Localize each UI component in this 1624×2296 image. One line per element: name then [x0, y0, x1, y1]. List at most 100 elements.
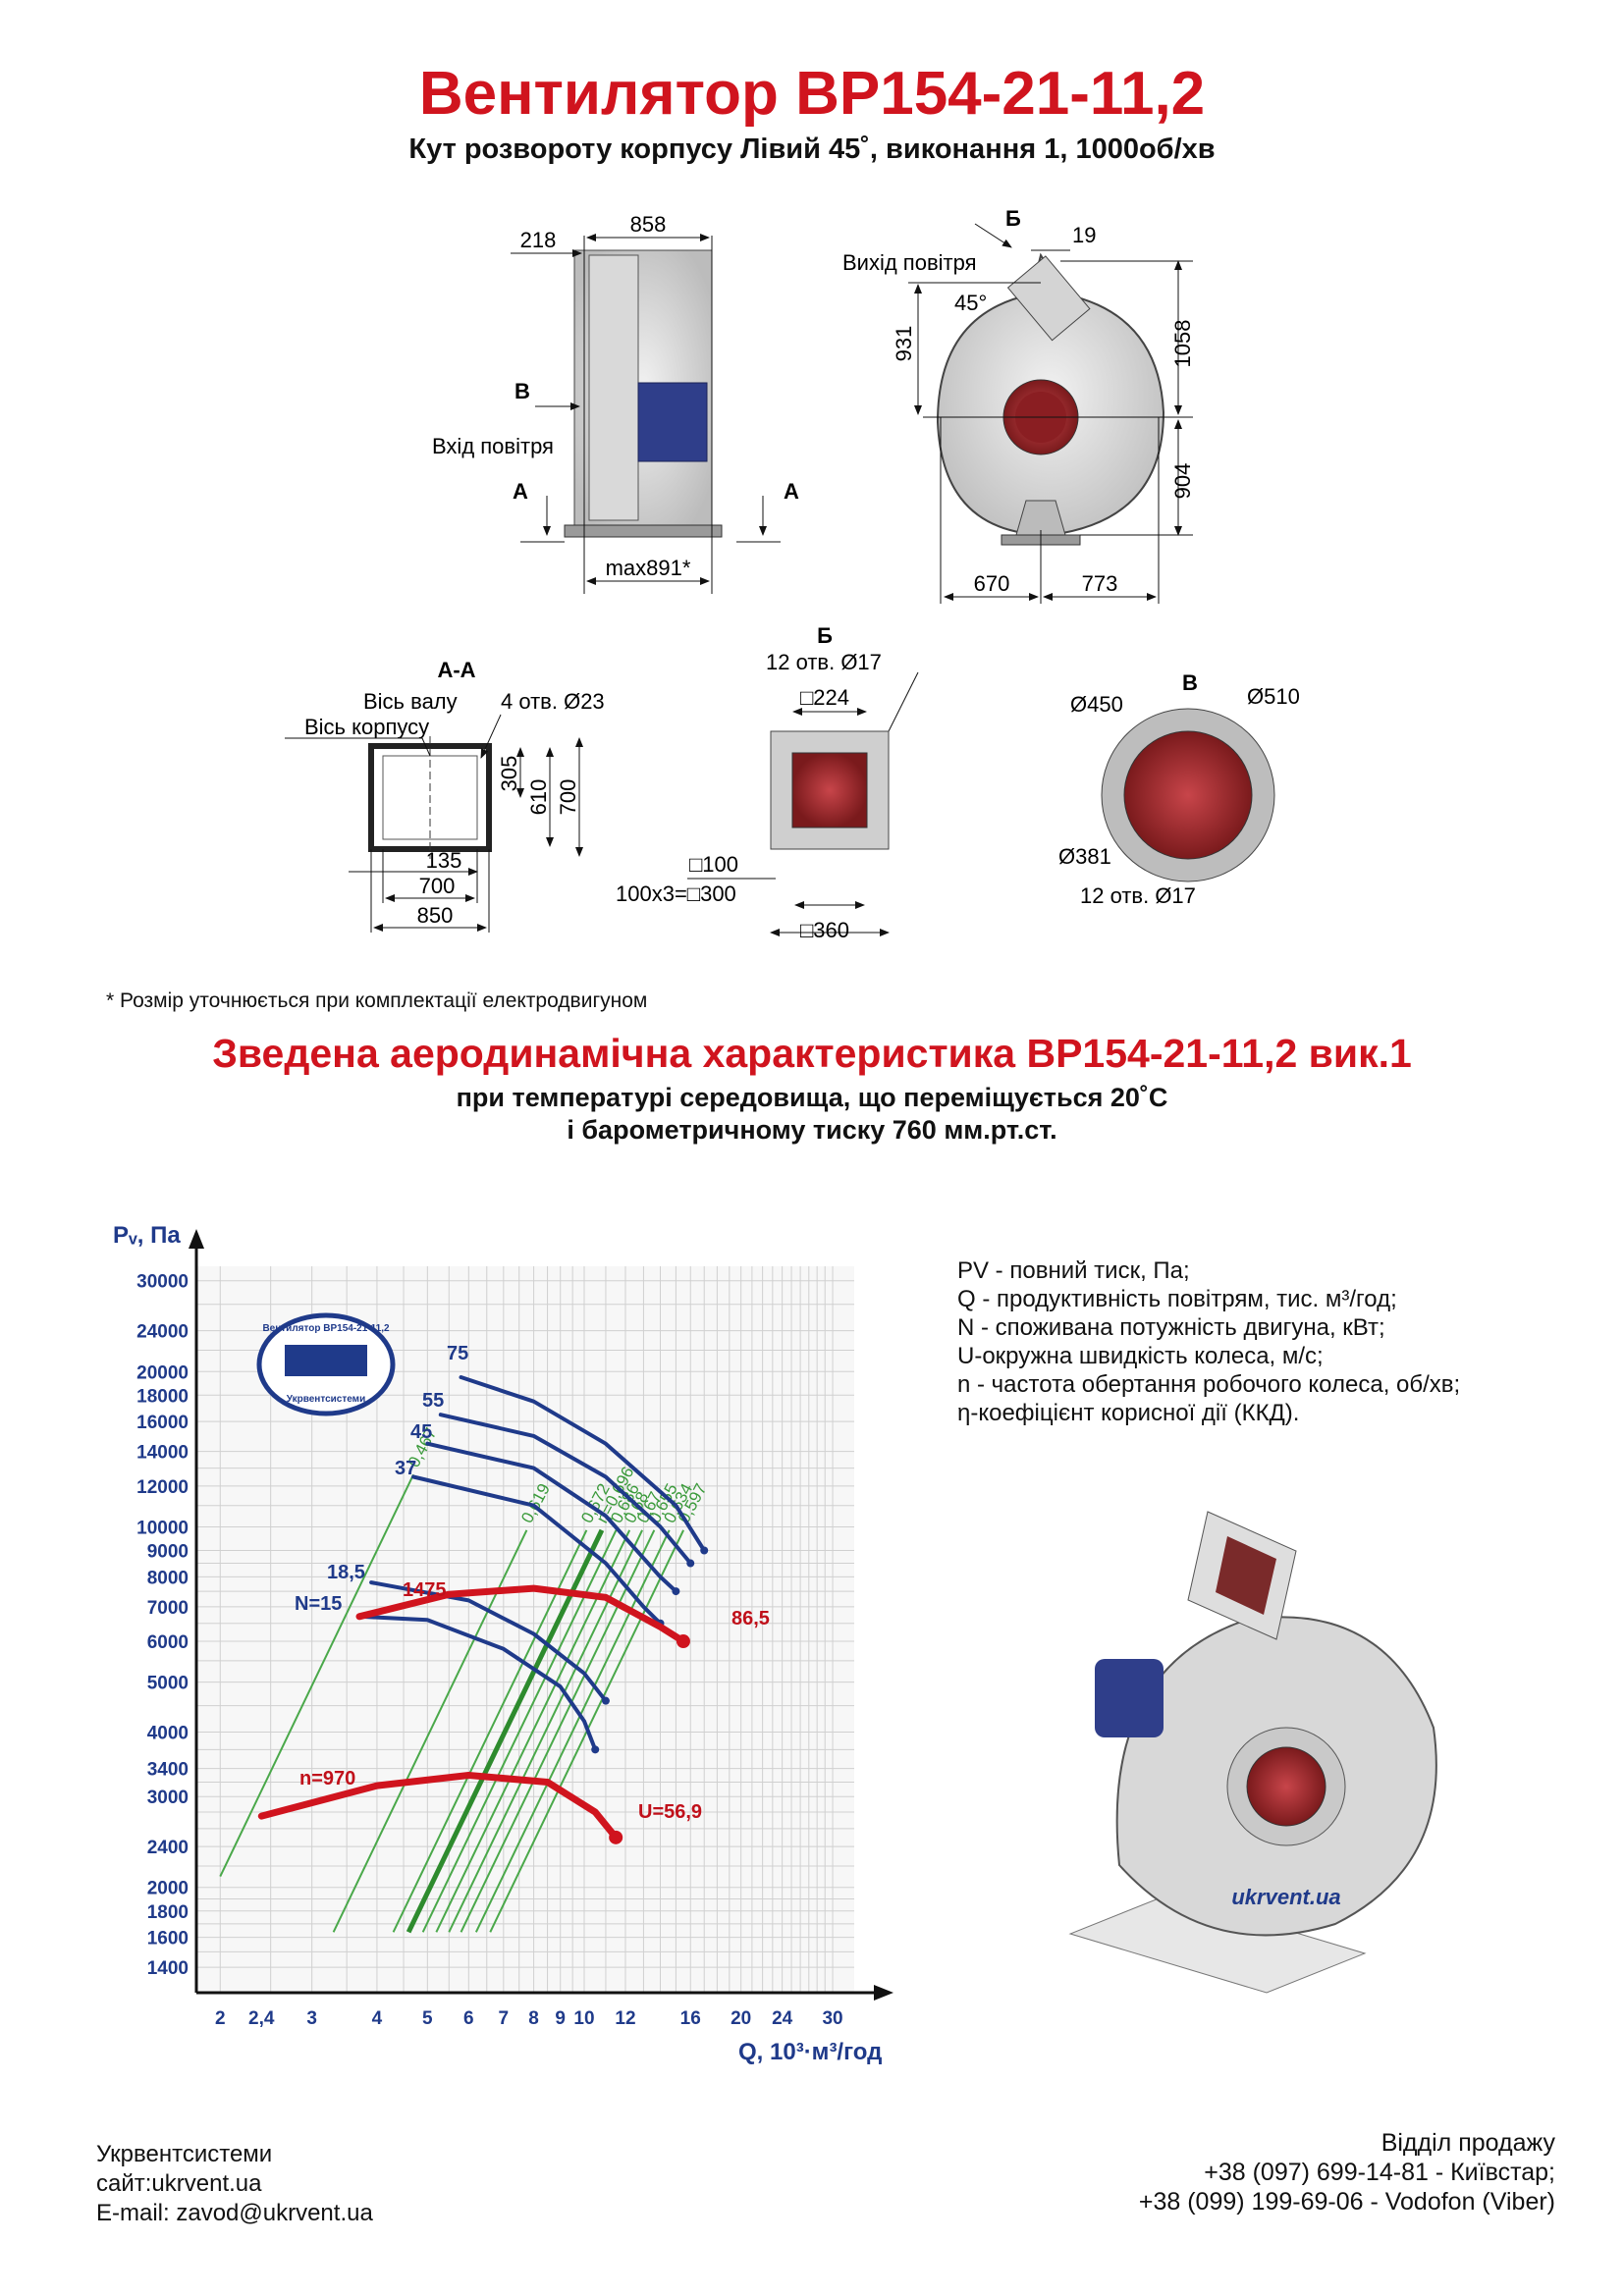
curve-end-point [676, 1634, 690, 1649]
d450: Ø450 [1070, 692, 1123, 717]
label-u56-9: U=56,9 [638, 1801, 702, 1823]
view-v-holes: 12 отв. Ø17 [1080, 883, 1196, 908]
dim-700: 700 [419, 874, 456, 898]
fan-motor [1095, 1659, 1164, 1737]
view-v: В Ø450 Ø510 Ø381 12 отв. Ø17 [1058, 670, 1300, 908]
x-tick-label: 2 [215, 2008, 226, 2029]
y-tick-label: 3400 [147, 1760, 189, 1781]
x-tick-label: 3 [306, 2008, 317, 2029]
curves [257, 1375, 709, 1844]
site-link[interactable]: сайт:ukrvent.ua [96, 2170, 262, 2197]
y-tick-label: 7000 [147, 1598, 189, 1619]
section-aa-title: А-А [437, 658, 475, 682]
legend-item: n - частота обертання робочого колеса, о… [957, 1371, 1461, 1398]
y-tick-label: 1400 [147, 1958, 189, 1979]
phone-vodafone[interactable]: +38 (099) 199-69-06 - Vodofon (Viber) [1138, 2188, 1555, 2216]
label-75: 75 [447, 1343, 468, 1364]
aa-holes: 4 отв. Ø23 [501, 689, 605, 714]
angle-45: 45° [954, 291, 987, 315]
curve-end-point [672, 1587, 680, 1596]
dim-360: □360 [800, 918, 849, 942]
x-tick-label: 12 [615, 2008, 635, 2029]
dim-858: 858 [630, 212, 667, 237]
footnote: * Розмір уточнюється при комплектації ел… [106, 989, 648, 1012]
outlet-label: Вихід повітря [842, 250, 977, 275]
company-name: Укрвентсистеми [96, 2141, 273, 2167]
footer-right: Відділ продажу +38 (097) 699-14-81 - Киї… [1139, 2128, 1555, 2216]
label-v-side: В [514, 379, 530, 403]
dim-19: 19 [1072, 223, 1096, 247]
x-tick-label: 4 [372, 2008, 383, 2029]
x-tick-label: 20 [731, 2008, 751, 2029]
efficiency-line [332, 1529, 528, 1933]
fan-inlet [1246, 1746, 1326, 1827]
inlet-label: Вхід повітря [432, 434, 554, 458]
curve-n1475 [355, 1584, 687, 1645]
efficiency-line [406, 1528, 605, 1934]
curve-55 [438, 1413, 693, 1566]
y-tick-label: 18000 [136, 1386, 189, 1407]
y-tick-label: 2000 [147, 1879, 189, 1899]
view-b: Б 12 отв. Ø17 □224 □100 100х3=□300 □360 [616, 623, 919, 942]
fan-base [1068, 1894, 1367, 1994]
dim-max891: max891* [606, 556, 691, 580]
dim-224: □224 [800, 685, 849, 710]
fan-illustration: ukrvent.ua [1068, 1511, 1437, 1994]
speed-labels: 1475 86,5 n=970 U=56,9 [299, 1579, 770, 1823]
shaft-axis-label: Вісь валу [363, 689, 458, 714]
d381: Ø381 [1058, 844, 1111, 869]
label-55: 55 [422, 1390, 444, 1412]
email-link[interactable]: E-mail: zavod@ukrvent.ua [96, 2200, 373, 2226]
curve-labels: 75 55 45 37 18,5 N=15 [295, 1343, 468, 1615]
curve-n970 [257, 1772, 620, 1842]
view-b-title: Б [817, 623, 833, 648]
curve-45 [425, 1441, 678, 1594]
legend-item: η-коефіцієнт корисної дії (ККД). [957, 1400, 1300, 1426]
curve-end-point [700, 1546, 709, 1555]
section-line1: при температурі середовища, що переміщує… [456, 1083, 1168, 1112]
curve-end-point [609, 1830, 623, 1844]
sales-label: Відділ продажу [1380, 2129, 1555, 2157]
fan-outlet-opening [1216, 1536, 1276, 1615]
dim-700-vertical: 700 [556, 779, 580, 816]
legend-item: U-окружна швидкість колеса, м/с; [957, 1343, 1324, 1369]
dim-931: 931 [892, 326, 916, 362]
curve-end-point [601, 1696, 610, 1705]
dim-300: 100х3=□300 [616, 881, 736, 906]
y-tick-labels: 3000024000200001800016000140001200010000… [136, 1272, 189, 1979]
y-axis-label: Pᵥ, Па [113, 1222, 181, 1249]
label-a-right: А [784, 479, 799, 504]
y-tick-label: 3000 [147, 1788, 189, 1808]
x-tick-label: 2,4 [248, 2008, 275, 2029]
y-tick-label: 2400 [147, 1838, 189, 1858]
front-view: 670 773 1058 904 931 Вихід повітря 45° Б… [842, 206, 1195, 604]
y-tick-label: 9000 [147, 1541, 189, 1562]
legend-item: Q - продуктивність повітрям, тис. м³/год… [957, 1286, 1397, 1312]
label-a-left: А [513, 479, 528, 504]
logo-text: Вентилятор ВР154-21-11,2 [262, 1323, 390, 1334]
chart-logo: Вентилятор ВР154-21-11,2 Укрвентсистеми [256, 1312, 396, 1416]
phone-kyivstar[interactable]: +38 (097) 699-14-81 - Київстар; [1204, 2159, 1555, 2186]
dim-850: 850 [417, 903, 454, 928]
dim-904: 904 [1170, 463, 1195, 500]
dim-218: 218 [520, 228, 557, 252]
body-axis-label: Вісь корпусу [304, 715, 429, 739]
x-axis-arrow [874, 1985, 893, 2001]
fan-watermark: ukrvent.ua [1231, 1885, 1340, 1909]
label-37: 37 [395, 1458, 416, 1479]
dim-610: 610 [526, 779, 551, 816]
x-tick-label: 30 [822, 2008, 842, 2029]
side-view: 858 218 В Вхід повітря А А max891* [432, 212, 799, 594]
y-axis-arrow [189, 1229, 204, 1249]
label-b-front: Б [1005, 206, 1021, 231]
x-tick-label: 24 [772, 2008, 793, 2029]
curve-N15 [357, 1614, 598, 1752]
page-subtitle: Кут розвороту корпусу Лівий 45˚, виконан… [408, 133, 1216, 165]
label-n970: n=970 [299, 1768, 355, 1789]
curve-end-point [686, 1559, 695, 1568]
legend-item: N - споживана потужність двигуна, кВт; [957, 1314, 1385, 1341]
y-tick-label: 12000 [136, 1477, 189, 1498]
label-45: 45 [410, 1421, 432, 1443]
